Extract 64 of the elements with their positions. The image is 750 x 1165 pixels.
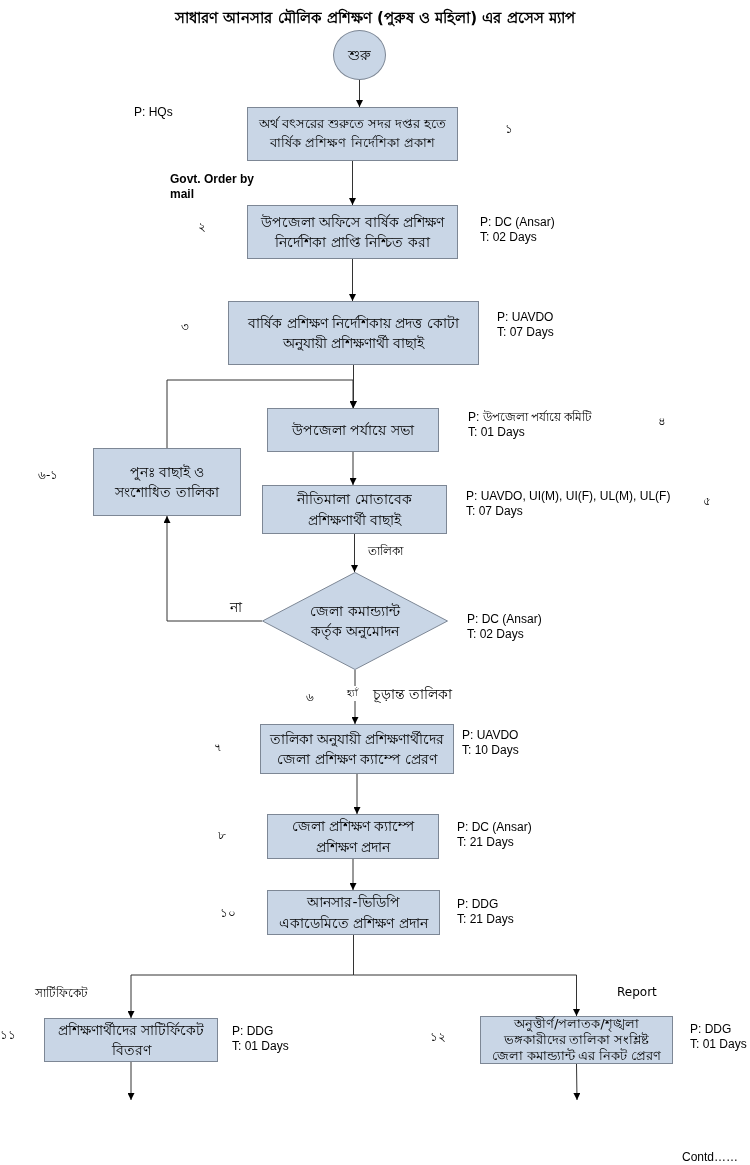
step-number: ৪	[658, 413, 666, 430]
process-box: উপজেলা অফিসে বার্ষিক প্রশিক্ষণ নির্দেশিকা প্রাপ্তি নিশ্চিত করা	[247, 205, 458, 259]
note-text: চূড়ান্ত তালিকা	[373, 685, 453, 705]
step-number: ১	[505, 121, 513, 138]
process-box: আনসার-ভিডিপি একাডেমিতে প্রশিক্ষণ প্রদান	[267, 890, 440, 935]
side-note: T: 01 Days	[468, 425, 525, 440]
arrow	[356, 79, 363, 108]
process-box: বার্ষিক প্রশিক্ষণ নির্দেশিকায় প্রদত্ত কোটা অনুযায়ী প্রশিক্ষণার্থী বাছাই	[228, 301, 479, 365]
step-number: ৮	[218, 827, 226, 844]
start-circle: শুরু	[333, 30, 386, 80]
step-number: ৭	[214, 739, 222, 756]
side-note: P: DDG	[690, 1022, 732, 1037]
process-box: অর্থ বৎসরের শুরুতে সদর দপ্তর হতে বার্ষিক প্রশিক্ষণ নির্দেশিকা প্রকাশ	[247, 107, 458, 161]
step-number: ১২	[430, 1029, 446, 1046]
diagram-title: সাধারণ আনসার মৌলিক প্রশিক্ষণ (পুরুষ ও মহিলা) এর প্রসেস ম্যাপ	[173, 7, 577, 29]
decision-diamond: জেলা কমান্ড্যান্ট কর্তৃক অনুমোদন	[262, 572, 448, 670]
process-box: তালিকা অনুযায়ী প্রশিক্ষণার্থীদের জেলা প্রশিক্ষণ ক্যাম্পে প্রেরণ	[260, 724, 454, 774]
side-note: T: 21 Days	[457, 835, 514, 850]
side-note: T: 02 Days	[480, 230, 537, 245]
side-note: P: DDG	[457, 897, 499, 912]
side-note: T: 07 Days	[466, 504, 523, 519]
arrow	[127, 1061, 135, 1101]
note-text: Contd……	[682, 1150, 739, 1164]
edge-label: হ্যাঁ	[347, 686, 358, 701]
side-note: P: DC (Ansar)	[467, 612, 542, 627]
arrow	[351, 533, 358, 573]
step-number: ৬	[306, 689, 314, 706]
side-note: T: 07 Days	[497, 325, 554, 340]
side-note: T: 10 Days	[462, 743, 519, 758]
side-note: P: DC (Ansar)	[457, 820, 532, 835]
step-number: ৬-১	[38, 467, 59, 484]
step-number: ১১	[0, 1027, 16, 1044]
step-number: ৩	[181, 319, 189, 336]
side-note: T: 01 Days	[232, 1039, 289, 1054]
process-box: প্রশিক্ষণার্থীদের সাটির্ফিকেট বিতরণ	[44, 1018, 218, 1062]
arrow	[163, 515, 263, 622]
side-note: T: 02 Days	[467, 627, 524, 642]
step-number: ৫	[703, 493, 711, 510]
arrow	[166, 379, 357, 449]
arrow	[349, 258, 356, 302]
arrow	[349, 858, 357, 891]
side-note: P: UAVDO, UI(M), UI(F), UL(M), UL(F)	[466, 489, 671, 504]
process-box: জেলা প্রশিক্ষণ ক্যাম্পে প্রশিক্ষণ প্রদান	[267, 814, 439, 859]
side-note: T: 21 Days	[457, 912, 514, 927]
side-note: P: DDG	[232, 1024, 274, 1039]
step-number: ১০	[220, 905, 236, 922]
arrow	[349, 451, 357, 486]
side-note: T: 01 Days	[690, 1037, 747, 1052]
process-box: পুনঃ বাছাই ও সংশোধিত তালিকা	[93, 448, 241, 516]
side-note: P: DC (Ansar)	[480, 215, 555, 230]
arrow	[350, 364, 357, 409]
note-text: Govt. Order by mail	[170, 172, 256, 202]
edge-label: Report	[617, 985, 657, 999]
process-box: উপজেলা পর্যায়ে সভা	[267, 408, 439, 452]
step-number: ২	[198, 219, 206, 236]
arrow	[349, 160, 356, 206]
side-note: P: HQs	[134, 105, 173, 119]
arrow	[573, 1063, 581, 1101]
side-note: P: উপজেলা পর্যায়ে কমিটি	[468, 410, 593, 425]
side-note: P: UAVDO	[462, 728, 519, 743]
process-box: নীতিমালা মোতাবেক প্রশিক্ষণার্থী বাছাই	[262, 485, 447, 534]
arrow	[353, 773, 361, 815]
side-note: P: UAVDO	[497, 310, 554, 325]
process-box: অনুত্তীর্ণ/পলাতক/শৃঙ্খলা ভঙ্গকারীদের তালিকা সংশ্লিষ্ট জেলা কমান্ড্যান্ট এর নিকট প্রেরণ	[480, 1016, 673, 1064]
